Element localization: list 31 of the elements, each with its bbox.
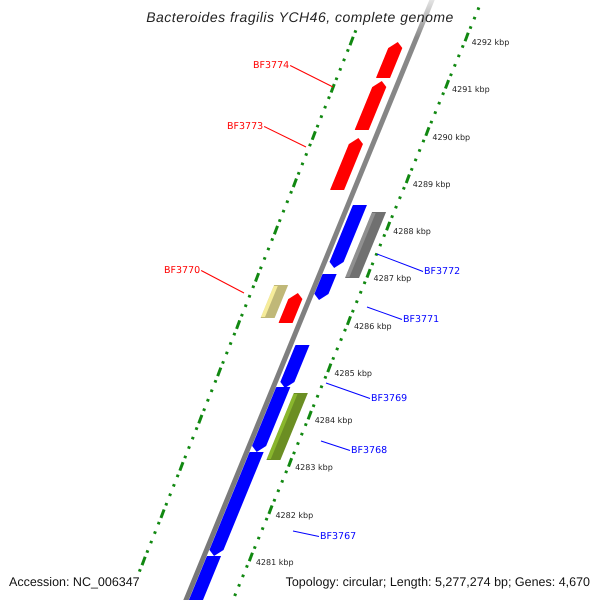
scale-label: 4291 kbp bbox=[452, 85, 490, 94]
leader-line bbox=[320, 440, 350, 451]
footer-text: Accession: NC_006347 bbox=[9, 575, 140, 589]
gene-label: BF3769 bbox=[371, 393, 408, 404]
leader-line bbox=[292, 530, 320, 537]
scale-label: 4281 kbp bbox=[256, 558, 294, 567]
scale-label: 4285 kbp bbox=[334, 368, 372, 378]
scale-label: 4287 kbp bbox=[374, 274, 412, 284]
gene-label: BF3770 bbox=[164, 265, 200, 276]
gene-label: BF3772 bbox=[424, 266, 460, 277]
scale-label: 4288 kbp bbox=[393, 227, 431, 236]
leader-line bbox=[376, 254, 424, 272]
scale-label: 4283 kbp bbox=[295, 463, 333, 472]
footer-text: Topology: circular; Length: 5,277,274 bp; Genes: 4,670 bbox=[286, 575, 590, 589]
scale-label: 4292 kbp bbox=[472, 38, 510, 47]
gene-label: BF3773 bbox=[227, 121, 264, 132]
leader-line bbox=[326, 382, 370, 399]
leader-line bbox=[290, 65, 334, 88]
gene-label: BF3771 bbox=[403, 314, 440, 325]
title: Bacteroides fragilis YCH46, complete genome bbox=[145, 9, 455, 25]
gene-label: BF3774 bbox=[253, 60, 290, 71]
scale-label: 4286 kbp bbox=[354, 322, 392, 331]
gene-label: BF3767 bbox=[320, 531, 356, 542]
scale-label: 4290 kbp bbox=[432, 132, 470, 142]
scale-label: 4284 kbp bbox=[314, 416, 352, 426]
scale-label: 4289 kbp bbox=[412, 180, 450, 189]
gene-label: BF3768 bbox=[351, 445, 388, 456]
leader-line bbox=[264, 126, 306, 148]
leader-line bbox=[366, 306, 402, 320]
scale-label: 4282 kbp bbox=[275, 510, 314, 520]
leader-line bbox=[200, 270, 244, 294]
